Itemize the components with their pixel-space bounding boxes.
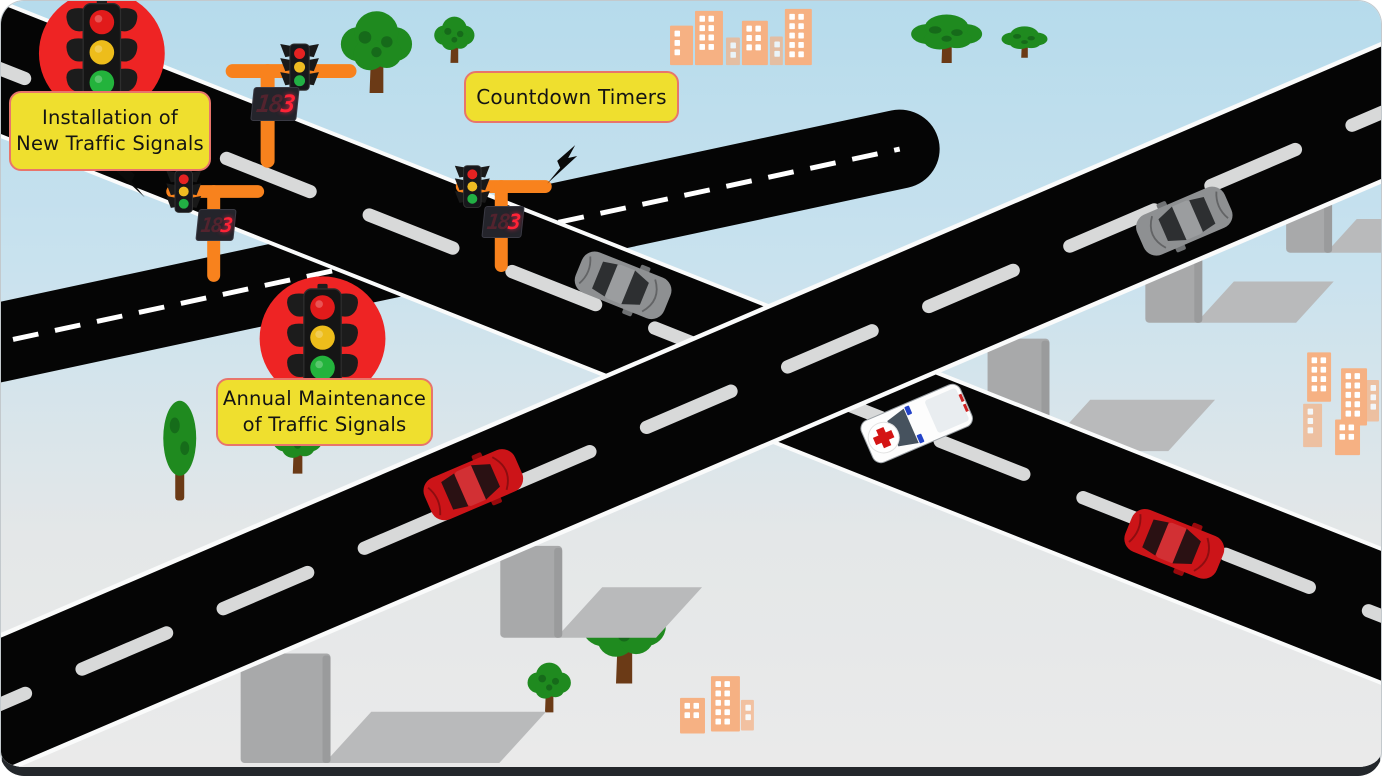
callout-installation-label: Installation of New Traffic Signals [9, 91, 211, 171]
lane-dashes [1, 105, 1381, 712]
pointer-arrow-center-icon [547, 145, 578, 184]
building-icon [740, 699, 754, 731]
building-icon [694, 10, 723, 66]
bridge-pillar [1145, 247, 1334, 323]
building-icon [680, 697, 705, 734]
callout-text-line1: Countdown Timers [476, 84, 667, 109]
badge-maintenance [259, 276, 386, 401]
tree-icon [434, 16, 475, 63]
city-buildings [670, 8, 1380, 734]
tree-icon [527, 662, 571, 713]
bridge-pillar [500, 545, 703, 638]
countdown-dim-digits: 18 [485, 210, 510, 234]
countdown-active-digit: 3 [219, 213, 233, 237]
callout-text-line2: New Traffic Signals [16, 132, 204, 155]
pillar-shadow [1196, 281, 1334, 323]
pillar-shadow [556, 587, 703, 638]
building-icon [769, 36, 783, 66]
callout-text-line2: of Traffic Signals [242, 413, 407, 436]
countdown-dim-digits: 18 [254, 90, 283, 118]
building-icon [1341, 368, 1368, 426]
callout-maintenance-label: Annual Maintenance of Traffic Signals [216, 378, 433, 446]
tree-icon [340, 11, 413, 93]
tree-icon [911, 14, 983, 64]
countdown-active-digit: 3 [279, 90, 296, 118]
traffic-light-icon [454, 165, 491, 208]
highway-southwest-northeast [1, 41, 1381, 767]
ambulance-blue-light [916, 433, 925, 444]
traffic-light-icon [165, 170, 202, 213]
building-icon [725, 37, 740, 66]
countdown-active-digit: 3 [507, 210, 521, 234]
pillar-shadow [1326, 219, 1381, 253]
pillar-shadow [324, 711, 547, 764]
building-icon [1335, 419, 1361, 456]
building-icon [710, 676, 740, 732]
bridge-pillar [240, 653, 547, 764]
building-icon [741, 20, 768, 66]
building-icon [784, 8, 812, 66]
building-icon [1307, 352, 1332, 402]
tree-icon [1001, 26, 1048, 58]
tree-icon [163, 400, 197, 501]
building-icon [1303, 403, 1323, 448]
callout-countdown-label: Countdown Timers [464, 71, 679, 123]
traffic-light-icon [286, 283, 359, 392]
building-icon [1366, 380, 1380, 422]
callout-text-line1: Annual Maintenance [222, 387, 427, 411]
ambulance [860, 383, 973, 464]
red-cross-icon [872, 426, 895, 449]
badge-new-signals [38, 1, 165, 116]
ambulance-rear-marking [962, 403, 969, 413]
countdown-dim-digits: 18 [199, 213, 223, 237]
callout-text-line1: Installation of [42, 106, 178, 130]
traffic-light-icon [279, 43, 320, 91]
building-icon [670, 25, 693, 66]
